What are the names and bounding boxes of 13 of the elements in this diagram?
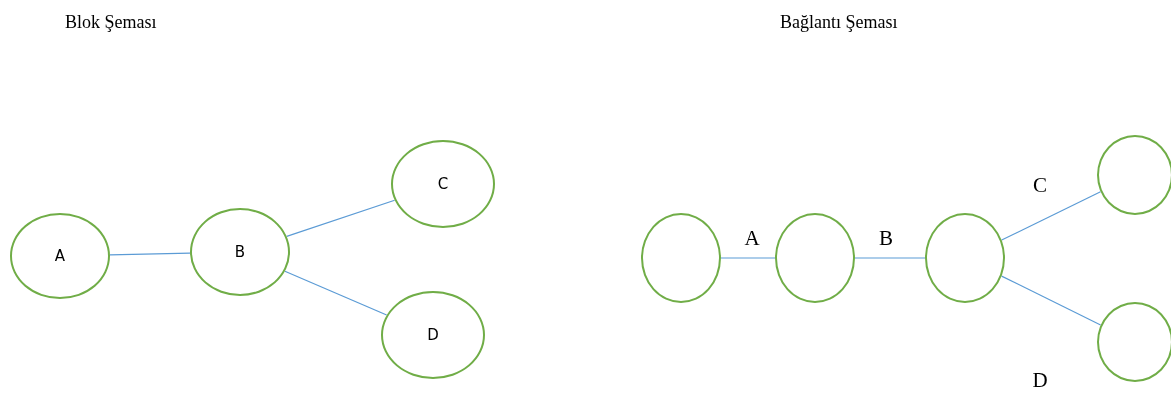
diagram-heading: Bağlantı Şeması bbox=[780, 12, 898, 33]
connector-line bbox=[720, 257, 776, 259]
connector-line bbox=[854, 257, 926, 259]
connector-line bbox=[1001, 275, 1102, 326]
connector-line bbox=[284, 270, 388, 316]
node-label: B bbox=[234, 243, 246, 261]
diagram-heading: Blok Şeması bbox=[65, 12, 157, 33]
node-label: C bbox=[437, 175, 449, 193]
node-label: A bbox=[54, 247, 66, 265]
connector-line bbox=[109, 252, 191, 256]
connector-line bbox=[286, 199, 396, 237]
connector-line bbox=[1001, 191, 1102, 241]
node-label: D bbox=[427, 326, 439, 344]
